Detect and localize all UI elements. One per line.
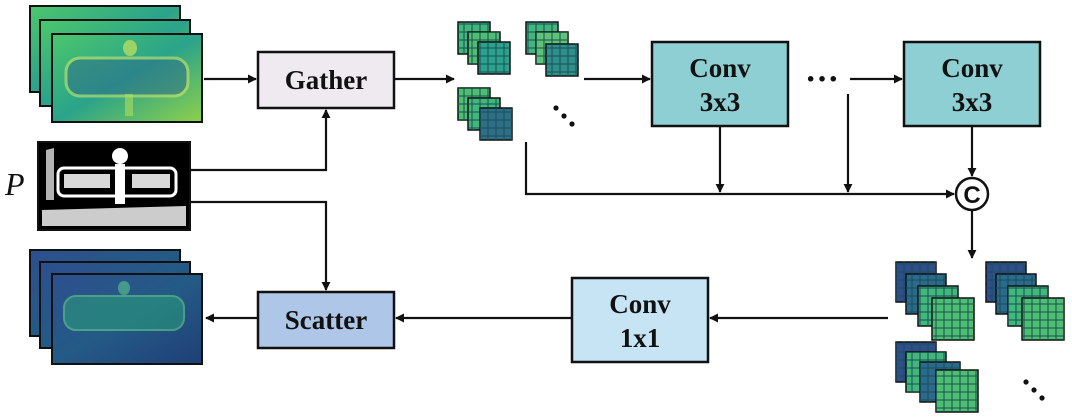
gathered-patches-stack-2	[525, 21, 579, 77]
gathered-patches-stack-3	[457, 87, 513, 141]
input-feature-maps	[29, 5, 203, 123]
concat-patches-stack-2	[985, 261, 1065, 341]
output-feature-maps	[29, 249, 203, 365]
conv3x3-last-line2: 3x3	[952, 87, 993, 117]
arrow-mask-to-scatter	[190, 200, 331, 291]
arrow-mask-to-gather	[190, 109, 331, 172]
concat-patches-stack-3	[895, 341, 979, 413]
concat-patches-ellipsis	[1023, 379, 1045, 401]
gathered-patches-ellipsis	[553, 105, 575, 127]
concat-operator: C	[954, 176, 990, 212]
conv1x1-block: Conv 1x1	[570, 276, 710, 364]
conv3x3-block-last: Conv 3x3	[902, 40, 1042, 128]
binary-mask-image	[37, 141, 191, 231]
mask-symbol-p: P	[4, 166, 25, 202]
gathered-patches-stack-1	[457, 21, 511, 75]
concat-patches-stack-1	[895, 261, 975, 341]
conv3x3-first-line2: 3x3	[700, 87, 741, 117]
connectors	[190, 74, 977, 323]
scatter-label: Scatter	[285, 305, 367, 335]
skip-path-to-concat	[524, 142, 955, 199]
conv1x1-line1: Conv	[609, 289, 671, 319]
gather-label: Gather	[285, 65, 367, 95]
conv3x3-first-line1: Conv	[689, 53, 751, 83]
conv-chain-ellipsis: ···	[805, 61, 839, 98]
conv3x3-block-first: Conv 3x3	[650, 40, 790, 128]
scatter-block: Scatter	[256, 290, 396, 350]
conv1x1-line2: 1x1	[620, 323, 661, 353]
gather-block: Gather	[256, 50, 396, 110]
concat-symbol: C	[963, 182, 980, 209]
conv3x3-last-line1: Conv	[941, 53, 1003, 83]
